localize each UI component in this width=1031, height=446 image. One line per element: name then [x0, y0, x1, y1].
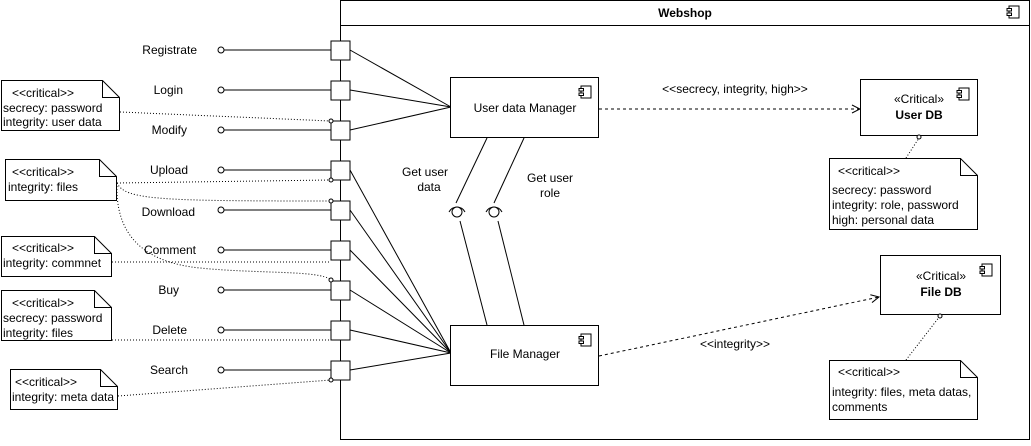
- note-user-db-line1: <<critical>>: [838, 164, 900, 178]
- port-upload[interactable]: [330, 160, 351, 181]
- note-comment[interactable]: <<critical>> integrity: commnet: [1, 236, 112, 277]
- interface-label-modify: Modify: [152, 123, 187, 137]
- interface-label-delete: Delete: [152, 323, 187, 337]
- user-db-component-icon: [956, 87, 970, 101]
- interface-label-upload: Upload: [150, 163, 188, 177]
- user-manager-component-icon: [578, 85, 592, 99]
- interface-labels: Registrate Login Modify Upload Download …: [142, 43, 198, 377]
- user-db-stereotype: «Critical»: [894, 92, 944, 106]
- interface-label-comment: Comment: [144, 243, 197, 257]
- file-db-component[interactable]: «Critical» File DB: [880, 255, 1001, 315]
- note-delete[interactable]: <<critical>> secrecy: password integrity…: [1, 290, 112, 341]
- port-login[interactable]: [330, 80, 351, 101]
- manager-interfaces: [448, 137, 525, 326]
- note-search[interactable]: <<critical>> integrity: meta data: [10, 369, 118, 410]
- user-db-name: User DB: [895, 108, 943, 122]
- note-delete-line1: <<critical>>: [12, 296, 74, 310]
- interface-label-download: Download: [142, 205, 195, 219]
- interface-lollipops: [217, 46, 331, 374]
- note-search-line2: integrity: meta data: [12, 390, 114, 404]
- note-user-db[interactable]: <<critical>> secrecy: password integrity…: [829, 158, 978, 230]
- port-modify[interactable]: [330, 120, 351, 141]
- file-manager-label: File Manager: [490, 347, 560, 361]
- note-file-db[interactable]: <<critical>> integrity: files, meta data…: [829, 360, 978, 420]
- get-user-role-label-line2: role: [540, 186, 560, 200]
- interface-label-registrate: Registrate: [142, 43, 197, 57]
- file-db-name: File DB: [920, 285, 962, 299]
- note-login-line1: <<critical>>: [12, 86, 74, 100]
- port-search[interactable]: [330, 360, 351, 381]
- note-file-db-line3: comments: [832, 400, 887, 414]
- note-user-db-line3: integrity: role, password: [832, 198, 959, 212]
- note-file-db-line2: integrity: files, meta datas,: [832, 385, 971, 399]
- note-delete-line2: secrecy: password: [3, 311, 102, 325]
- user-db-component[interactable]: «Critical» User DB: [860, 79, 978, 136]
- note-upload[interactable]: <<critical>> integrity: files: [5, 159, 117, 201]
- note-login-line3: integrity: user data: [3, 115, 102, 129]
- webshop-component-icon: [1006, 5, 1020, 19]
- get-user-role-label-line1: Get user: [527, 171, 573, 185]
- note-anchor-dots: [328, 118, 943, 383]
- note-user-db-line4: high: personal data: [832, 213, 934, 227]
- port-registrate[interactable]: [330, 40, 351, 61]
- port-buy[interactable]: [330, 280, 351, 301]
- note-comment-line2: integrity: commnet: [3, 256, 102, 270]
- interface-label-search: Search: [150, 363, 188, 377]
- manager-interface-labels: Get user data Get user role: [402, 165, 573, 200]
- note-login[interactable]: <<critical>> secrecy: password integrity…: [1, 80, 120, 131]
- file-manager-component-icon: [578, 333, 592, 347]
- webshop-title: Webshop: [658, 6, 712, 20]
- get-user-data-label-line2: data: [417, 180, 441, 194]
- note-user-db-line2: secrecy: password: [832, 183, 931, 197]
- user-data-manager-component[interactable]: User data Manager: [450, 77, 599, 138]
- db-dependencies: [598, 109, 879, 357]
- note-upload-line1: <<critical>>: [12, 165, 74, 179]
- user-db-dependency-label: <<secrecy, integrity, high>>: [662, 82, 808, 96]
- interface-label-login: Login: [154, 83, 183, 97]
- ports-group: [330, 40, 351, 381]
- user-data-manager-label: User data Manager: [474, 101, 577, 115]
- port-download[interactable]: [330, 200, 351, 221]
- note-upload-line2: integrity: files: [8, 180, 78, 194]
- file-db-dependency-label: <<integrity>>: [700, 337, 770, 351]
- port-connectors: [349, 49, 452, 371]
- note-file-db-line1: <<critical>>: [838, 365, 900, 379]
- interface-label-buy: Buy: [158, 283, 179, 297]
- note-delete-line3: integrity: files: [3, 326, 73, 340]
- file-db-stereotype: «Critical»: [916, 269, 966, 283]
- file-manager-component[interactable]: File Manager: [450, 325, 599, 386]
- port-delete[interactable]: [330, 320, 351, 341]
- file-db-component-icon: [979, 263, 993, 277]
- note-anchors: [112, 111, 941, 397]
- note-comment-line1: <<critical>>: [12, 241, 74, 255]
- note-search-line1: <<critical>>: [15, 375, 77, 389]
- get-user-data-label-line1: Get user: [402, 165, 448, 179]
- port-comment[interactable]: [330, 240, 351, 261]
- note-login-line2: secrecy: password: [3, 101, 102, 115]
